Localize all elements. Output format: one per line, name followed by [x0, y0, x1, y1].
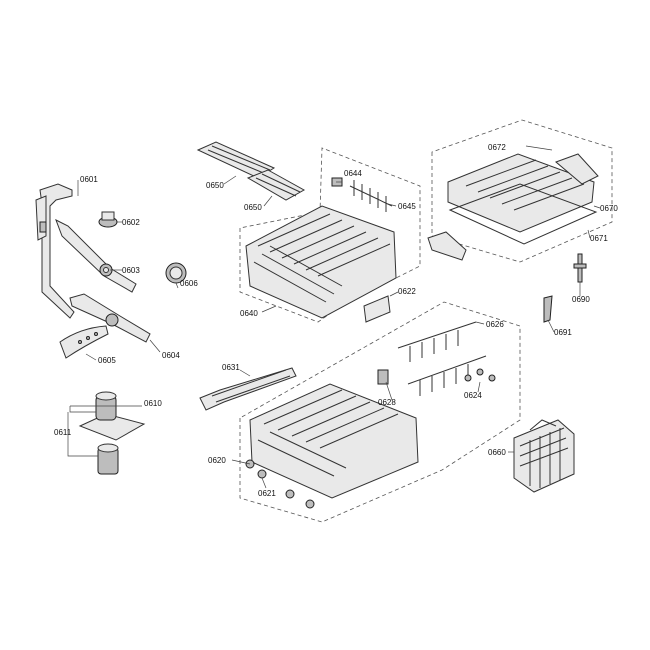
label-0671: 0671: [590, 234, 608, 243]
cutlery-tray-0650-b: [246, 169, 306, 201]
third-rack-tray-0670: [447, 153, 595, 233]
spray-arm-nozzle-0602: [98, 211, 118, 228]
label-0601: 0601: [80, 175, 98, 184]
third-rack-frame-0671: [448, 183, 598, 245]
label-0610: 0610: [144, 399, 162, 408]
label-0690: 0690: [572, 295, 590, 304]
part-labels: 0601 0602 0603 0604 0605 0606 0610 0611 …: [54, 143, 618, 498]
label-0645: 0645: [398, 202, 416, 211]
wheels-0621: [245, 459, 315, 509]
label-0620: 0620: [208, 456, 226, 465]
spray-arm-upper: [55, 218, 137, 293]
label-0691: 0691: [554, 328, 572, 337]
filter-assembly: [78, 391, 146, 475]
tine-row-0645: [349, 180, 393, 212]
lower-basket-group-outline: [239, 301, 521, 523]
label-0611: 0611: [54, 428, 72, 437]
label-0606: 0606: [180, 279, 198, 288]
spray-arm-shroud-0605: [59, 325, 109, 359]
cutlery-basket-0660: [513, 419, 575, 493]
spray-arm-tube: [35, 183, 75, 319]
support-pin-0690: [573, 253, 587, 283]
label-0670: 0670: [600, 204, 618, 213]
third-rack-clip-0672: [555, 153, 599, 185]
cup-shelf-0622: [363, 295, 391, 323]
upper-basket-group-outline: [239, 147, 421, 323]
label-0602: 0602: [122, 218, 140, 227]
support-clip-0691: [543, 295, 553, 323]
label-0640: 0640: [240, 309, 258, 318]
label-0605: 0605: [98, 356, 116, 365]
clip-0628: [377, 369, 389, 385]
label-0621: 0621: [258, 489, 276, 498]
label-0650-b: 0650: [244, 203, 262, 212]
label-0631: 0631: [222, 363, 240, 372]
spray-arm-lower: [69, 293, 151, 343]
label-0650-a: 0650: [206, 181, 224, 190]
label-0624: 0624: [464, 391, 482, 400]
label-0626: 0626: [486, 320, 504, 329]
third-rack-group-outline: [431, 119, 613, 263]
side-rail-clip: [427, 231, 467, 261]
label-0628: 0628: [378, 398, 396, 407]
label-0672: 0672: [488, 143, 506, 152]
label-0622: 0622: [398, 287, 416, 296]
lower-basket-0620: [249, 383, 419, 499]
upper-basket-0640: [245, 205, 397, 319]
label-0660: 0660: [488, 448, 506, 457]
label-0644: 0644: [344, 169, 362, 178]
tine-row-0626: [397, 321, 487, 396]
label-0604: 0604: [162, 351, 180, 360]
leader-lines: [67, 145, 601, 489]
clips-0624: [464, 368, 496, 382]
cutlery-tray-0650-a: [196, 141, 276, 179]
label-0603: 0603: [122, 266, 140, 275]
cutlery-tray-0631: [199, 367, 297, 411]
